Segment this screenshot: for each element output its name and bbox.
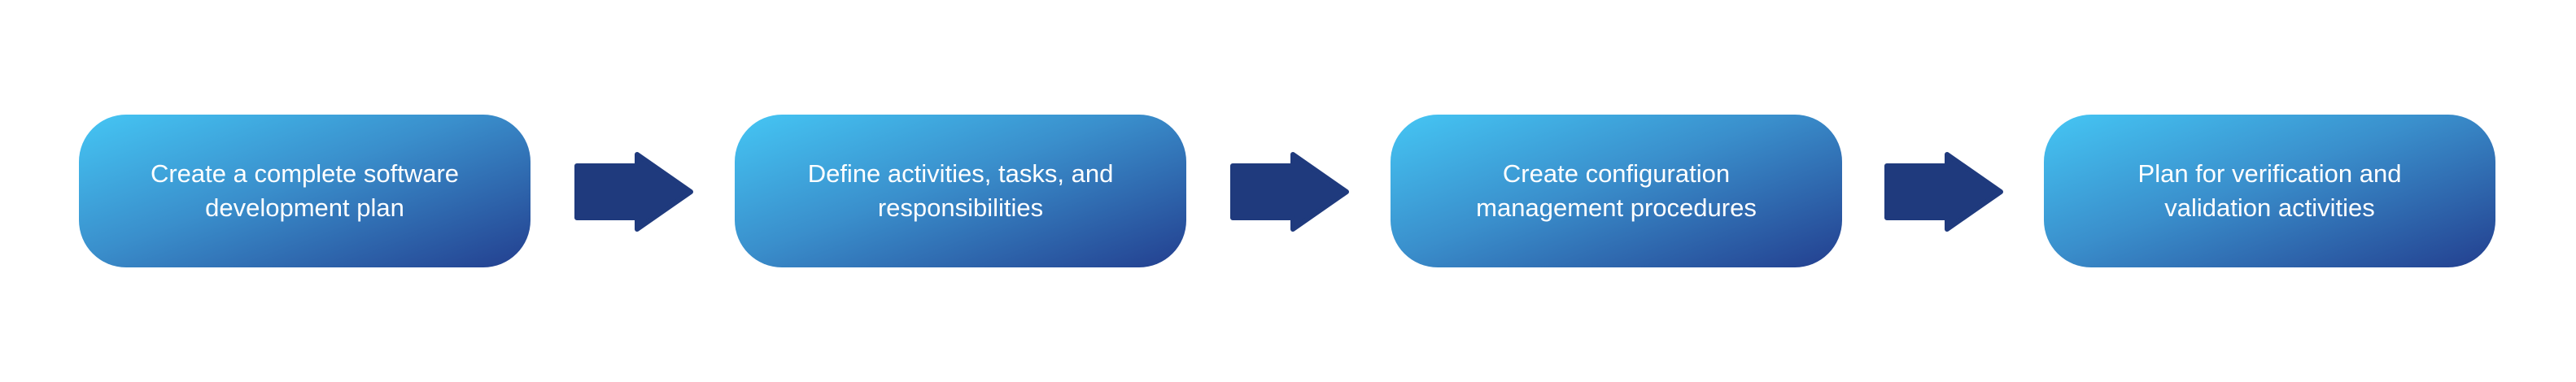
arrow-right-icon [1230, 152, 1349, 232]
arrow-right-icon [1884, 152, 2003, 232]
step-3-box: Create configuration management procedur… [1391, 115, 1842, 267]
step-1-label: Create a complete software development p… [150, 159, 460, 222]
step-1-box: Create a complete software development p… [79, 115, 530, 267]
step-4-box: Plan for verification and validation act… [2044, 115, 2495, 267]
step-2-label: Define activities, tasks, and responsibi… [807, 159, 1114, 222]
step-4-label: Plan for verification and validation act… [2137, 159, 2402, 222]
arrow-right-icon [574, 152, 693, 232]
step-2-box: Define activities, tasks, and responsibi… [735, 115, 1186, 267]
step-3-label: Create configuration management procedur… [1476, 159, 1757, 222]
